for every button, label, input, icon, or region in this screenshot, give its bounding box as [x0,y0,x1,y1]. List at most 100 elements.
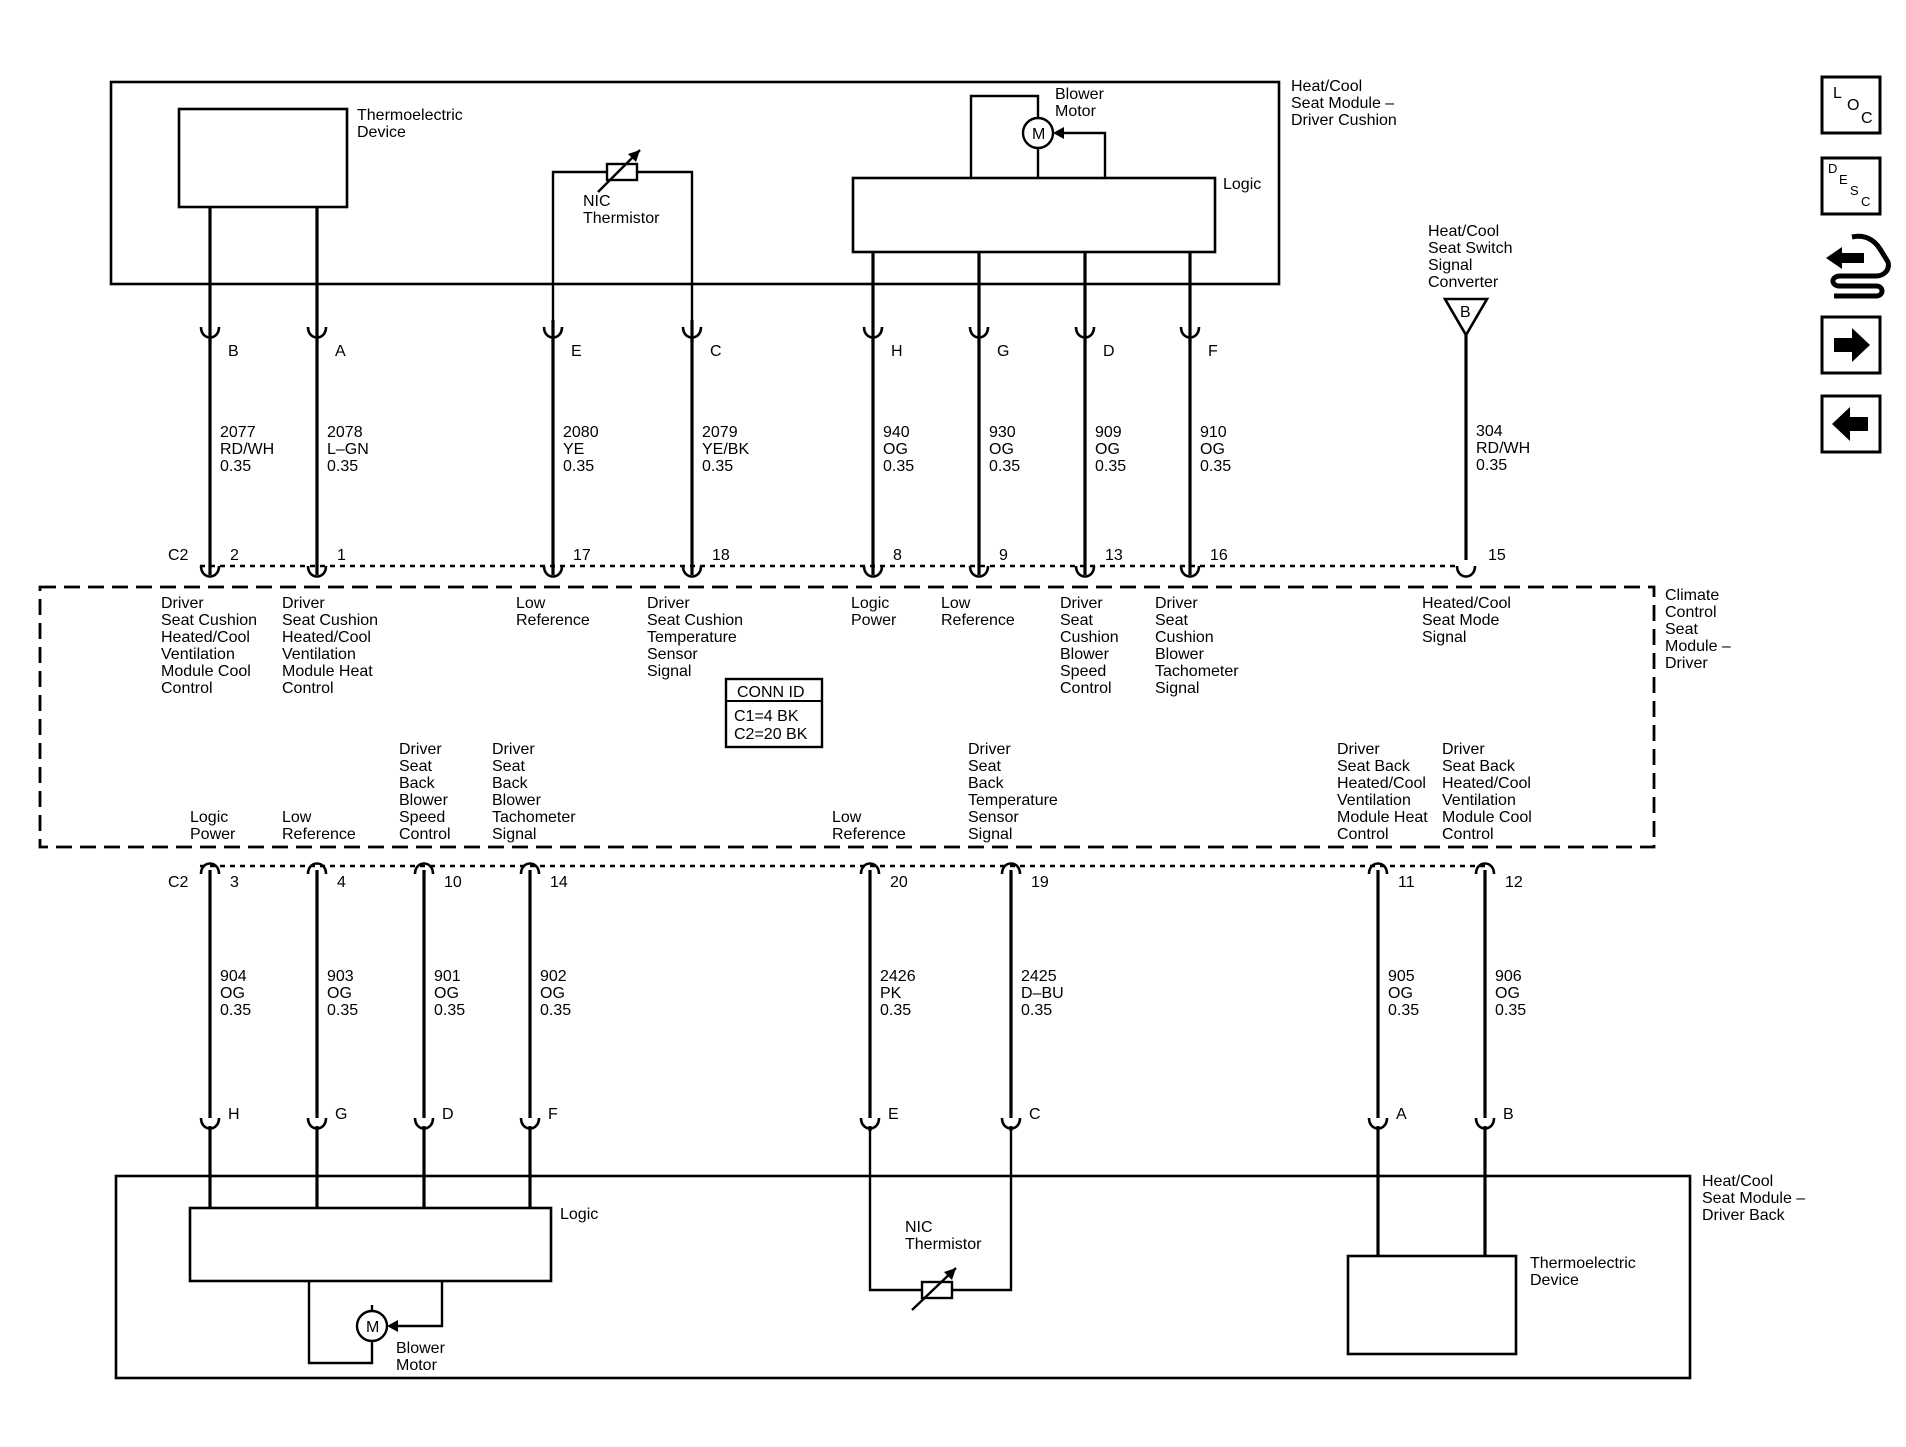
connector-top-id: C2 [168,547,189,564]
function-text: Reference [832,826,906,843]
bottom-module-outline [114,1174,1692,1380]
function-text: Seat Back [1337,758,1411,775]
bottom-wire-spec: OG [1495,985,1520,1002]
function-text: Seat [1155,612,1188,629]
function-text: Seat Cushion [161,612,257,629]
svg-text:M: M [366,1319,379,1336]
desc-button[interactable]: D E S C [1820,156,1882,216]
function-text: Blower [1155,646,1205,663]
bottom-wire-spec: 0.35 [540,1002,571,1019]
bottom-wire-spec: 0.35 [1495,1002,1526,1019]
bottom-wire-spec: PK [880,985,902,1002]
svg-text:B: B [1460,304,1471,321]
switch-signal-converter: Heat/Cool Seat Switch Signal Converter B… [1428,223,1530,564]
connector-terminal [1455,565,1477,578]
function-text: Logic [851,595,889,612]
function-text: Seat [968,758,1001,775]
function-text: Temperature [968,792,1058,809]
arrow-left-icon[interactable] [1820,394,1882,454]
function-text: Speed [1060,663,1106,680]
top-wire-spec: 0.35 [702,458,733,475]
function-text: Sensor [968,809,1019,826]
connector-terminal [862,326,884,339]
loc-button[interactable]: L O C [1820,75,1882,135]
top-wire-spec: OG [1095,441,1120,458]
top-cm-pin: 16 [1210,547,1228,564]
top-wire-spec: YE [563,441,584,458]
bottom-pin-letter: B [1503,1106,1514,1123]
function-text: Driver [968,741,1011,758]
top-logic-label: Logic [1223,176,1261,193]
function-text: Sensor [647,646,698,663]
top-blower-motor: M [969,94,1107,178]
function-text: Ventilation [1442,792,1516,809]
svg-text:15: 15 [1488,547,1506,564]
connector-terminal [968,326,990,339]
connector-terminal [1074,326,1096,339]
top-cm-pin: 17 [573,547,591,564]
top-seat-module: Heat/Cool Seat Module – Driver Cushion T… [109,78,1397,320]
function-text: Driver [1442,741,1485,758]
function-text: Blower [399,792,449,809]
bottom-wire-spec: 0.35 [1021,1002,1052,1019]
function-text: Control [399,826,451,843]
top-pin-letter: F [1208,343,1218,360]
top-cm-pin: 2 [230,547,239,564]
top-wire-spec: 930 [989,424,1016,441]
bottom-wire-spec: 903 [327,968,354,985]
function-text: Signal [1155,680,1199,697]
svg-text:D: D [1828,161,1837,176]
function-text: Driver [492,741,535,758]
connector-terminal [306,862,328,875]
top-module-outline [109,80,1281,286]
function-text: Heated/Cool [1422,595,1511,612]
svg-text:C: C [1861,194,1870,209]
function-text: Low [832,809,862,826]
function-text: Module Heat [1337,809,1428,826]
bottom-cm-pin: 4 [337,874,346,891]
connector-terminal [413,862,435,875]
top-wire-spec: 2079 [702,424,738,441]
connector-terminal [519,862,541,875]
bottom-cm-pin: 20 [890,874,908,891]
bottom-thermoelectric-device [1346,1254,1518,1356]
svg-text:CONN ID: CONN ID [737,684,805,701]
climate-module-outline [38,585,1656,849]
top-wire-spec: 909 [1095,424,1122,441]
function-text: Seat Cushion [282,612,378,629]
svg-text:C1=4 BK: C1=4 BK [734,708,799,725]
function-text: Driver [161,595,204,612]
function-text: Blower [1060,646,1110,663]
bottom-logic-box [188,1206,553,1283]
function-text: Control [1060,680,1112,697]
function-text: Reference [282,826,356,843]
function-text: Ventilation [282,646,356,663]
function-text: Heated/Cool [1442,775,1531,792]
bottom-wire-spec: OG [1388,985,1413,1002]
bottom-pin-letter: A [1396,1106,1407,1123]
bottom-wire-spec: 2426 [880,968,916,985]
function-text: Signal [647,663,691,680]
bottom-module-label: Heat/Cool Seat Module – Driver Back [1702,1173,1809,1224]
bottom-wire-harness: 3904OG0.35H4903OG0.35G10901OG0.35D14902O… [199,862,1526,1256]
function-text: Tachometer [1155,663,1239,680]
function-text: Blower [492,792,542,809]
bottom-cm-pin: 3 [230,874,239,891]
function-text: Cushion [1155,629,1214,646]
arrow-right-icon[interactable] [1820,315,1882,375]
connector-repair-icon[interactable] [1826,233,1891,299]
